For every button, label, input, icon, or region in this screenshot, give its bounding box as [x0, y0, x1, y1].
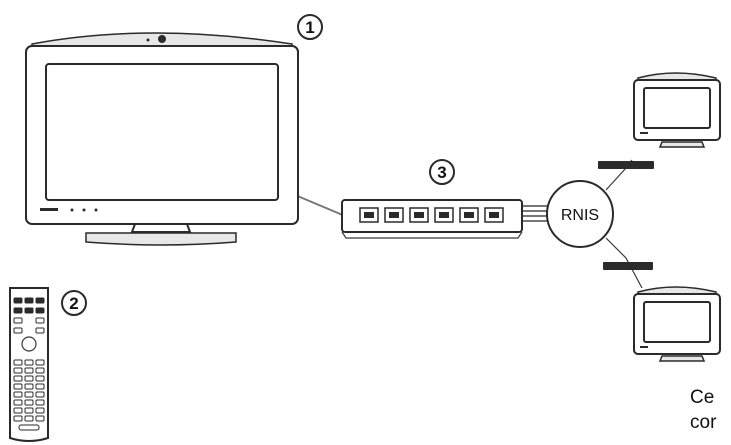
remote-terminal-bottom: [633, 286, 721, 362]
wire-rnis-to-bottom-terminal: [605, 237, 643, 289]
port-jack-icon: [364, 212, 374, 218]
monitor-stand-base: [85, 232, 237, 246]
port-jack-icon: [464, 212, 474, 218]
monitor-button-icon: [70, 208, 74, 212]
port-jack-icon: [389, 212, 399, 218]
rnis-network: RNIS: [546, 180, 614, 248]
callout-1-number: 1: [305, 18, 314, 37]
network-interface-module: [341, 199, 523, 239]
remote-key-icon: [35, 383, 45, 390]
remote-key-icon: [13, 327, 23, 334]
isdn-adapter-top: [598, 161, 654, 169]
remote-led-top: [640, 132, 648, 134]
remote-key-icon: [35, 399, 45, 406]
remote-key-icon: [24, 375, 34, 382]
remote-control-buttons: [13, 297, 45, 431]
main-video-system: [25, 32, 299, 246]
remote-stand-bottom: [658, 355, 706, 362]
remote-key-icon: [24, 407, 34, 414]
port-jack-icon: [414, 212, 424, 218]
remote-led-bottom: [640, 346, 648, 348]
remote-screen-top: [643, 87, 711, 129]
remote-key-icon: [24, 383, 34, 390]
module-underside: [341, 231, 523, 239]
remote-key-icon: [13, 307, 23, 314]
remote-stand-top: [658, 141, 706, 148]
remote-key-icon: [24, 367, 34, 374]
remote-key-icon: [35, 407, 45, 414]
remote-dpad-icon: [21, 336, 37, 352]
remote-key-icon: [13, 407, 23, 414]
remote-key-icon: [13, 297, 23, 304]
remote-control: [9, 287, 49, 442]
caption-line-1: Ce: [690, 387, 715, 408]
remote-screen-bottom: [643, 301, 711, 343]
remote-key-icon: [35, 367, 45, 374]
remote-key-icon: [24, 399, 34, 406]
callout-3-number: 3: [437, 163, 446, 182]
callout-2: 2: [61, 290, 87, 316]
caption-line-2: cor: [690, 412, 717, 433]
remote-key-icon: [24, 359, 34, 366]
remote-key-icon: [24, 391, 34, 398]
camera-lens-icon: [158, 35, 166, 43]
monitor-status-led: [40, 208, 58, 211]
camera-indicator-icon: [146, 38, 150, 42]
remote-key-icon: [13, 359, 23, 366]
remote-key-icon: [35, 327, 45, 334]
remote-terminal-top: [633, 72, 721, 148]
remote-key-icon: [35, 391, 45, 398]
module-ports: [359, 207, 504, 223]
remote-key-icon: [13, 375, 23, 382]
rnis-circle: [546, 180, 614, 248]
isdn-adapter-bottom: [603, 262, 653, 270]
remote-key-icon: [13, 367, 23, 374]
monitor-neck: [130, 223, 192, 233]
remote-key-icon: [13, 415, 23, 422]
port-jack-icon: [489, 212, 499, 218]
callout-3: 3: [429, 159, 455, 185]
remote-key-icon: [13, 391, 23, 398]
remote-key-icon: [35, 359, 45, 366]
monitor-screen: [45, 63, 279, 201]
remote-key-icon: [35, 297, 45, 304]
remote-key-icon: [35, 317, 45, 324]
callout-2-number: 2: [69, 294, 78, 313]
remote-key-icon: [13, 399, 23, 406]
remote-key-icon: [13, 317, 23, 324]
remote-key-icon: [35, 415, 45, 422]
remote-key-icon: [24, 307, 34, 314]
remote-key-icon: [13, 383, 23, 390]
rnis-label: RNIS: [561, 207, 599, 224]
port-jack-icon: [439, 212, 449, 218]
remote-key-icon: [24, 297, 34, 304]
remote-long-key-icon: [18, 424, 40, 431]
monitor-button-icon: [82, 208, 86, 212]
remote-key-icon: [35, 375, 45, 382]
callout-1: 1: [297, 14, 323, 40]
wire-hub-to-rnis: [520, 205, 548, 222]
remote-key-icon: [35, 307, 45, 314]
remote-key-icon: [24, 415, 34, 422]
monitor-button-icon: [94, 208, 98, 212]
